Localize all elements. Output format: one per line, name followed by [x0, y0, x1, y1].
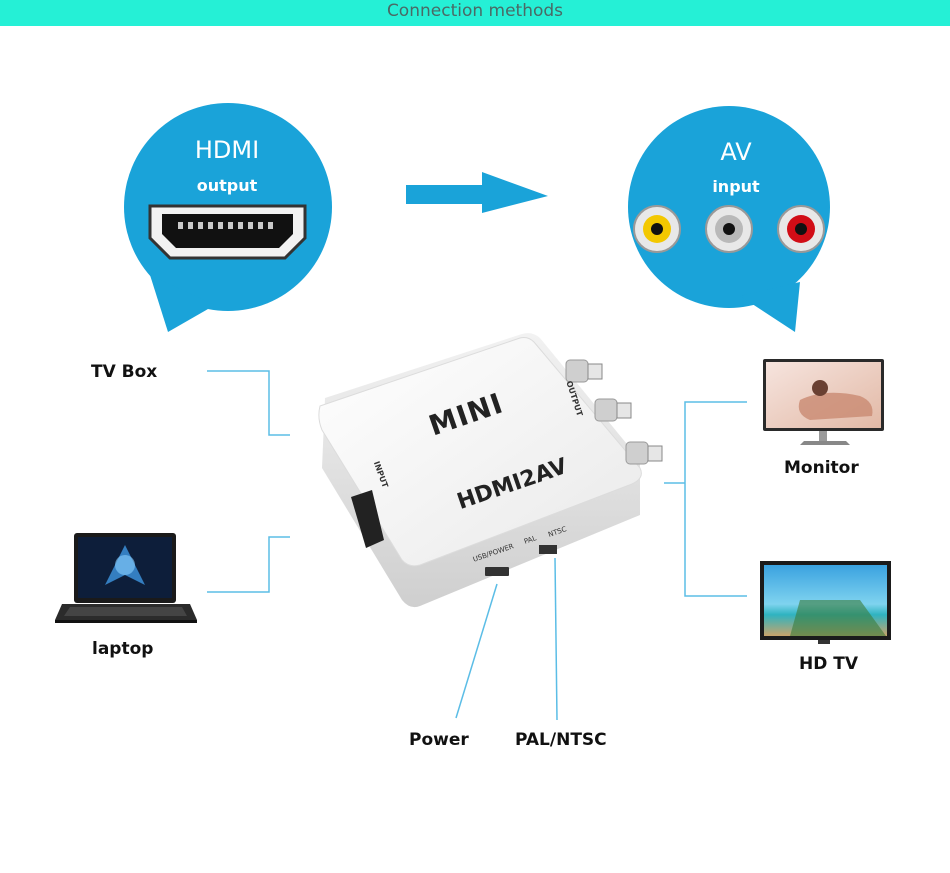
pal-ntsc-label: PAL/NTSC	[515, 730, 607, 750]
hdmi-title: HDMI	[194, 136, 260, 164]
av-input-bubble	[628, 106, 830, 332]
rca-connector-icon	[777, 205, 825, 253]
rca-connector-icon	[705, 205, 753, 253]
av-title: AV	[720, 138, 752, 166]
av-subtitle: input	[712, 177, 760, 196]
tv-box-label: TV Box	[91, 362, 158, 382]
right-arrow-icon	[406, 172, 548, 213]
hdmi2av-converter	[318, 333, 663, 608]
power-label: Power	[409, 730, 469, 750]
hd-tv-image	[760, 561, 891, 644]
monitor-image	[763, 359, 884, 445]
hdmi-output-bubble	[124, 103, 332, 332]
header-banner: Connection methods	[0, 0, 950, 26]
usb-power-port	[485, 567, 509, 576]
laptop-label: laptop	[92, 639, 154, 659]
hdmi-input-port	[351, 490, 384, 548]
hd-tv-label: HD TV	[799, 654, 859, 674]
connector-lines	[207, 370, 747, 721]
rca-connector-icon	[633, 205, 681, 253]
hdmi-subtitle: output	[196, 176, 258, 195]
monitor-label: Monitor	[784, 458, 859, 478]
pal-ntsc-switch	[539, 545, 557, 554]
rca-jacks	[565, 359, 663, 465]
laptop-image	[55, 533, 197, 623]
banner-title: Connection methods	[386, 1, 564, 21]
hdmi-port-icon	[148, 204, 307, 260]
